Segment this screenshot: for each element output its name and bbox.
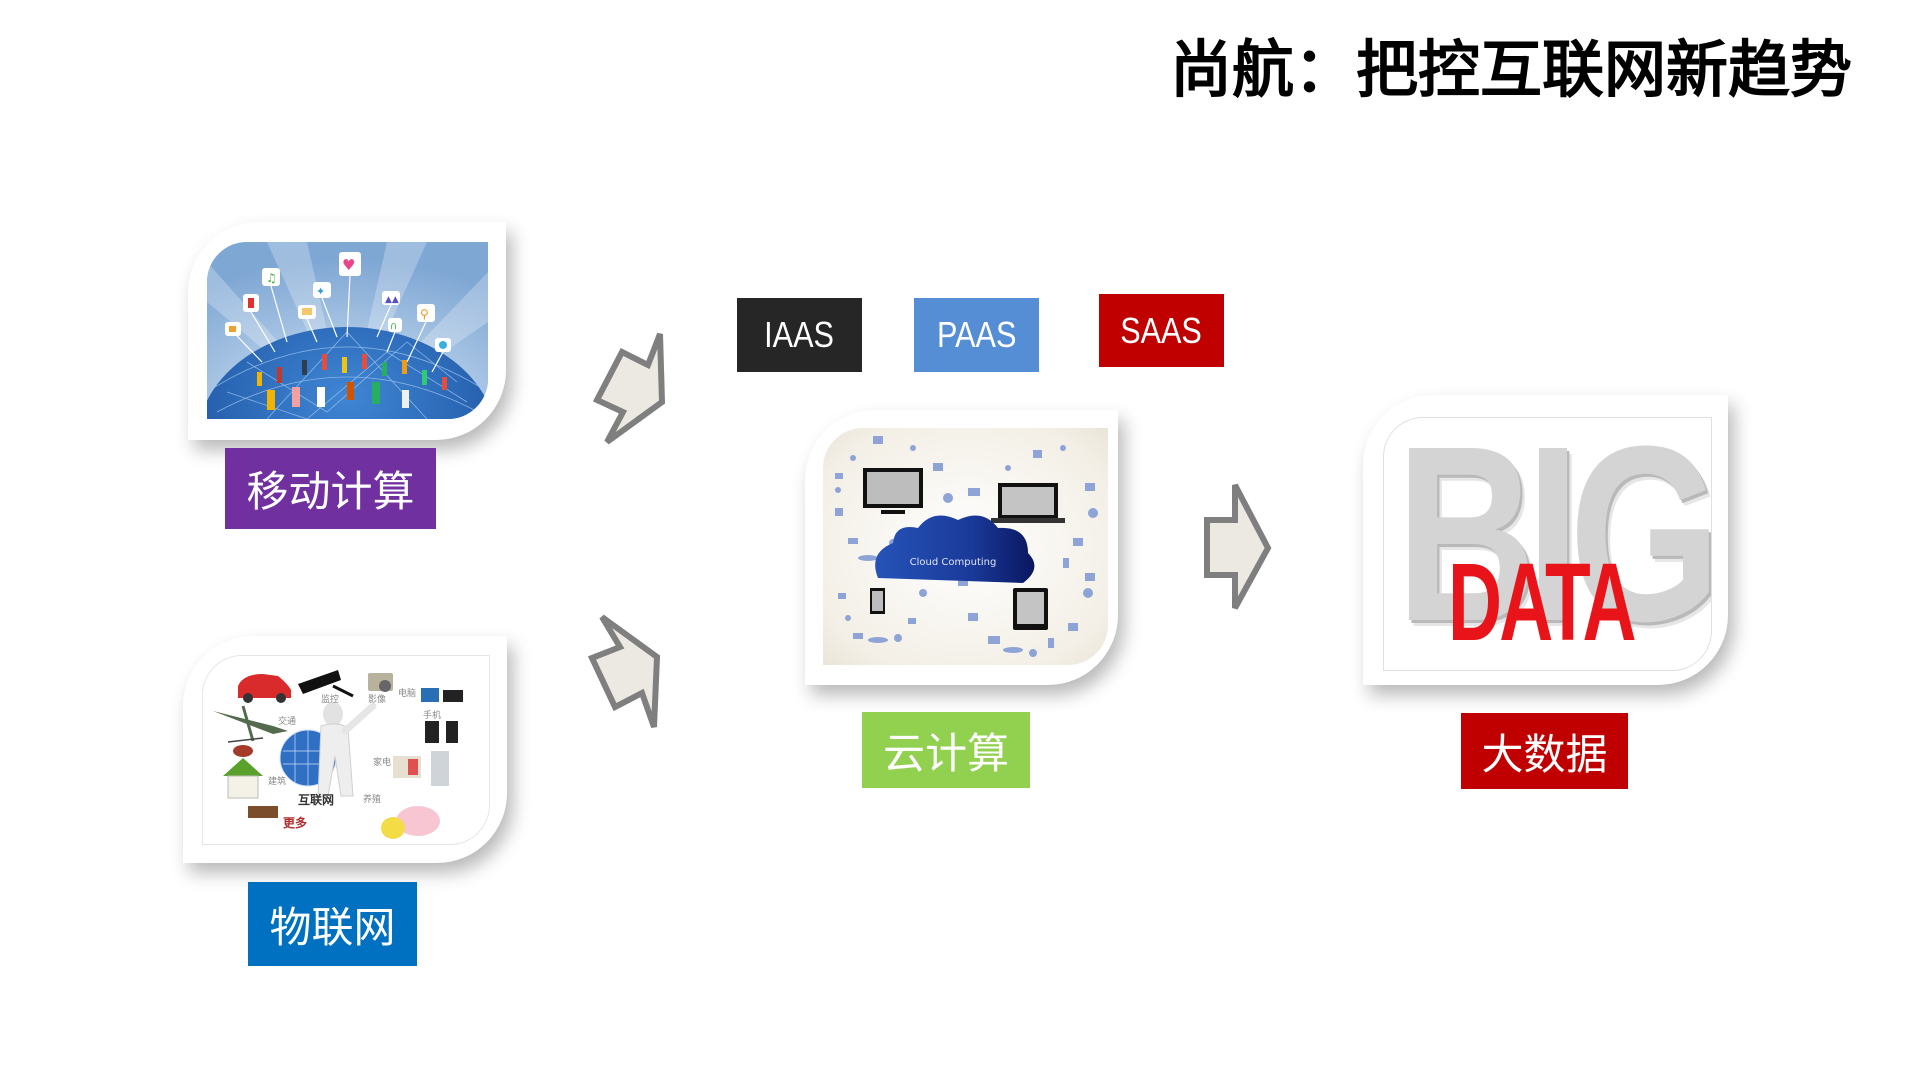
iot-devices-image: 交通 监控 影像 电脑 手机 家电 建筑 养殖 互联网 更多 <box>202 655 490 845</box>
svg-text:✦: ✦ <box>316 285 325 298</box>
big-data-image: BIG DATA <box>1383 417 1712 671</box>
big-text: BIG <box>1396 417 1711 671</box>
iot-text-building: 建筑 <box>268 777 287 787</box>
iot-text-camera: 影像 <box>368 695 387 705</box>
arrow-mobile-to-cloud <box>592 332 666 445</box>
iot-text-traffic: 交通 <box>278 717 297 727</box>
iot-text-more: 更多 <box>283 816 308 830</box>
svg-text:♥: ♥ <box>342 256 355 274</box>
iot-card: 交通 监控 影像 电脑 手机 家电 建筑 养殖 互联网 更多 <box>183 636 507 863</box>
paas-tag: PAAS <box>914 298 1039 372</box>
cloud-computing-label: 云计算 <box>862 712 1030 788</box>
iot-text-computer: 电脑 <box>398 689 417 699</box>
iot-label: 物联网 <box>248 882 417 966</box>
saas-tag-label: SAAS <box>1120 309 1203 351</box>
arrow-cloud-to-bigdata <box>1204 483 1272 610</box>
iaas-tag: IAAS <box>737 298 862 372</box>
iot-text-phone: 手机 <box>423 711 442 721</box>
saas-tag: SAAS <box>1099 294 1224 367</box>
data-text: DATA <box>1448 541 1636 664</box>
cloud-computing-card: Cloud Computing <box>805 410 1118 685</box>
svg-text:▲▲: ▲▲ <box>385 295 399 305</box>
mobile-computing-label: 移动计算 <box>225 448 436 529</box>
arrow-iot-to-cloud <box>587 614 661 728</box>
social-network-globe-image: ♫ ✦ ♥ ▲▲ ∩ ⚲ <box>207 242 488 419</box>
iot-text-monitor: 监控 <box>321 695 340 705</box>
paas-tag-label: PAAS <box>936 314 1017 355</box>
cloud-computing-text: Cloud Computing <box>910 557 997 568</box>
svg-text:⚲: ⚲ <box>420 307 429 321</box>
mobile-computing-card: ♫ ✦ ♥ ▲▲ ∩ ⚲ <box>188 222 506 440</box>
cloud-computing-image: Cloud Computing <box>823 428 1108 665</box>
iot-text-farming: 养殖 <box>363 795 382 805</box>
iot-text-appliance: 家电 <box>373 758 392 768</box>
bigdata-card: BIG DATA <box>1363 395 1728 685</box>
bigdata-label: 大数据 <box>1461 713 1628 789</box>
iaas-tag-label: IAAS <box>764 314 835 355</box>
iot-text-center: 互联网 <box>298 793 335 807</box>
svg-text:∩: ∩ <box>390 321 397 332</box>
svg-text:♫: ♫ <box>266 271 277 285</box>
slide-title: 尚航：把控互联网新趋势 <box>1170 33 1853 106</box>
